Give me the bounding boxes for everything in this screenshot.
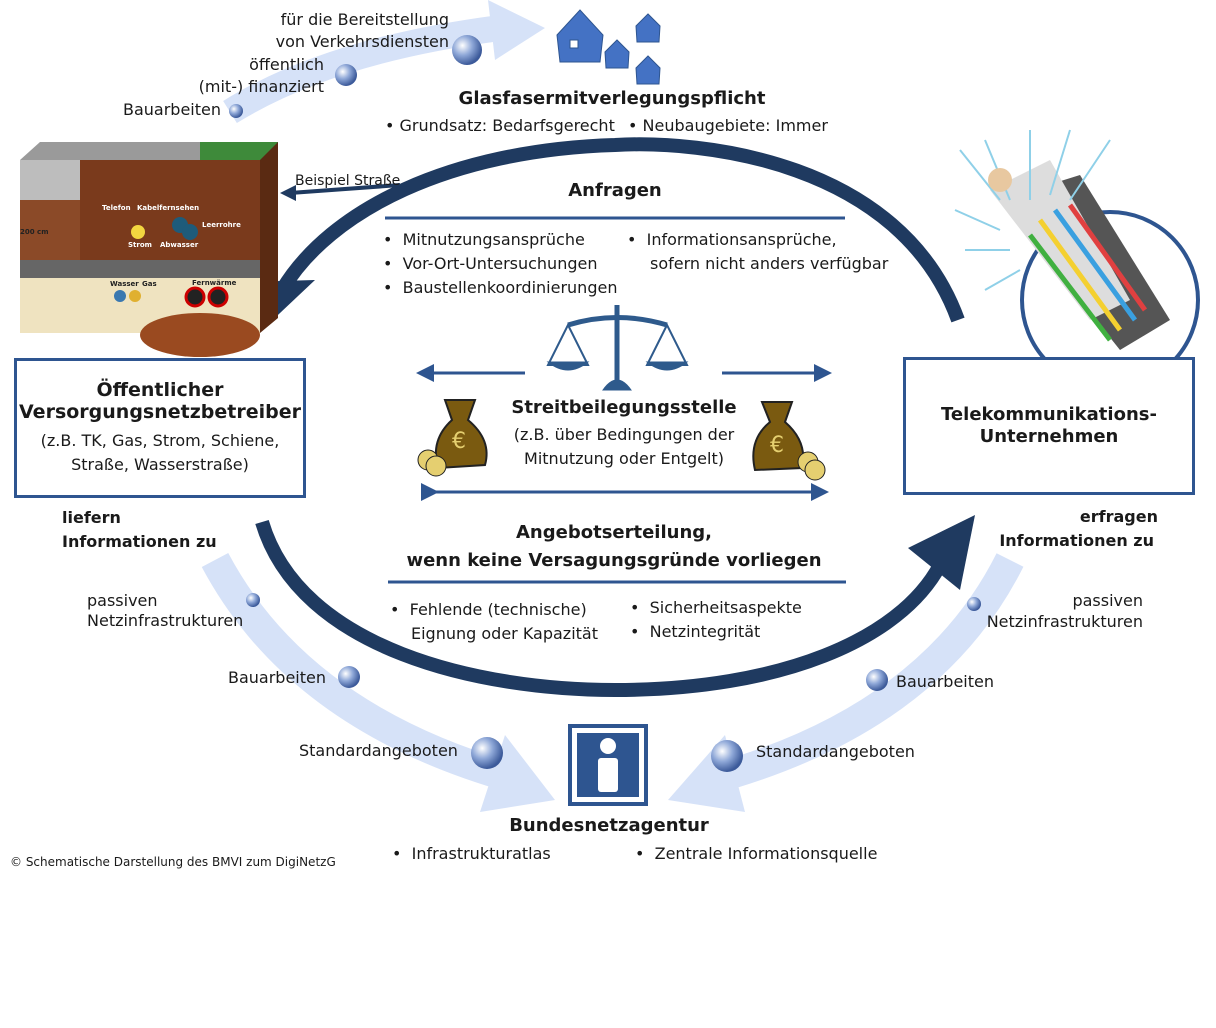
bullet-balls xyxy=(229,35,981,772)
flow-text: Bauarbeiten xyxy=(228,668,327,687)
bullet-item: • Zentrale Informationsquelle xyxy=(635,844,878,863)
street-label: Leerrohre xyxy=(202,221,241,229)
requests-title: Anfragen xyxy=(568,180,662,201)
fiber-cable-image xyxy=(954,129,1200,390)
bullet-item: • Netzintegrität xyxy=(630,622,761,641)
flow-text: Netzinfrastrukturen xyxy=(87,611,244,630)
flow-text: von Verkehrsdiensten xyxy=(275,32,449,51)
euro-symbol: € xyxy=(770,433,784,458)
money-bag-icon xyxy=(417,399,488,477)
bullet-item: • Informationsansprüche, xyxy=(627,230,837,249)
arc-offer xyxy=(255,519,947,698)
bullet-item-continued: sofern nicht anders verfügbar xyxy=(650,254,889,273)
scale-icon xyxy=(546,305,689,391)
left-flow-head: Informationen zu xyxy=(62,532,217,551)
offer-title: wenn keine Versagungsgründe vorliegen xyxy=(406,550,822,571)
flow-arrow-left xyxy=(201,552,524,795)
street-label: Telefon xyxy=(102,204,131,212)
bullet-item: • Sicherheitsaspekte xyxy=(630,598,802,617)
bullet-item: • Grundsatz: Bedarfsgerecht xyxy=(385,116,615,135)
info-icon xyxy=(568,724,648,806)
street-label: Fernwärme xyxy=(192,279,237,287)
left-flow-head: liefern xyxy=(62,508,121,527)
flow-text: passiven xyxy=(87,591,158,610)
flow-arrow-right xyxy=(706,553,1024,795)
dispute-sub: (z.B. über Bedingungen der xyxy=(513,425,735,444)
dispute-title: Streitbeilegungsstelle xyxy=(511,397,737,418)
agency-title: Bundesnetzagentur xyxy=(509,815,709,836)
bullet-item: • Vor-Ort-Untersuchungen xyxy=(383,254,598,273)
public-operator-box: Öffentlicher Versorgungsnetzbetreiber (z… xyxy=(14,358,306,498)
obligation-title: Glasfasermitverlegungspflicht xyxy=(458,88,766,109)
flow-text: für die Bereitstellung xyxy=(280,10,449,29)
telecom-box: Telekommunikations- Unternehmen xyxy=(903,357,1195,495)
right-flow-head: Informationen zu xyxy=(999,531,1154,550)
offer-title: Angebotserteilung, xyxy=(516,522,712,543)
street-label: Abwasser xyxy=(160,241,199,249)
bullet-item: • Baustellenkoordinierungen xyxy=(383,278,618,297)
euro-symbol: € xyxy=(452,429,466,454)
flow-text: öffentlich xyxy=(249,55,324,74)
dispute-sub: Mitnutzung oder Entgelt) xyxy=(524,449,724,468)
street-label: Gas xyxy=(142,280,157,288)
houses-icon xyxy=(556,9,661,85)
bullet-item-continued: Eignung oder Kapazität xyxy=(411,624,598,643)
street-label: 200 cm xyxy=(20,228,49,236)
money-bag-icon xyxy=(752,401,826,481)
flow-text: Bauarbeiten xyxy=(122,100,221,119)
flow-text: passiven xyxy=(1072,591,1143,610)
street-label: Strom xyxy=(128,241,152,249)
beispiel-arrow xyxy=(289,183,401,195)
arc-requests xyxy=(276,137,965,323)
flow-text: Standardangeboten xyxy=(299,741,458,760)
flow-text: Netzinfrastrukturen xyxy=(986,612,1143,631)
bullet-item: • Fehlende (technische) xyxy=(390,600,587,619)
copyright: © Schematische Darstellung des BMVI zum … xyxy=(10,855,336,869)
bullet-item: • Mitnutzungsansprüche xyxy=(383,230,585,249)
flow-text: Standardangeboten xyxy=(756,742,915,761)
flow-text: (mit-) finanziert xyxy=(198,77,324,96)
street-example-label: Beispiel Straße xyxy=(295,173,401,189)
street-label: Kabelfernsehen xyxy=(137,204,200,212)
right-flow-head: erfragen xyxy=(1079,507,1158,526)
street-cross-section-image xyxy=(20,142,278,357)
bullet-item: • Neubaugebiete: Immer xyxy=(628,116,828,135)
flow-text: Bauarbeiten xyxy=(896,672,995,691)
bullet-item: • Infrastrukturatlas xyxy=(392,844,551,863)
street-label: Wasser xyxy=(110,280,139,288)
flow-arrow-top xyxy=(223,15,502,124)
flow-arrow-top-head xyxy=(488,0,545,60)
arc-offer-head xyxy=(908,515,975,590)
